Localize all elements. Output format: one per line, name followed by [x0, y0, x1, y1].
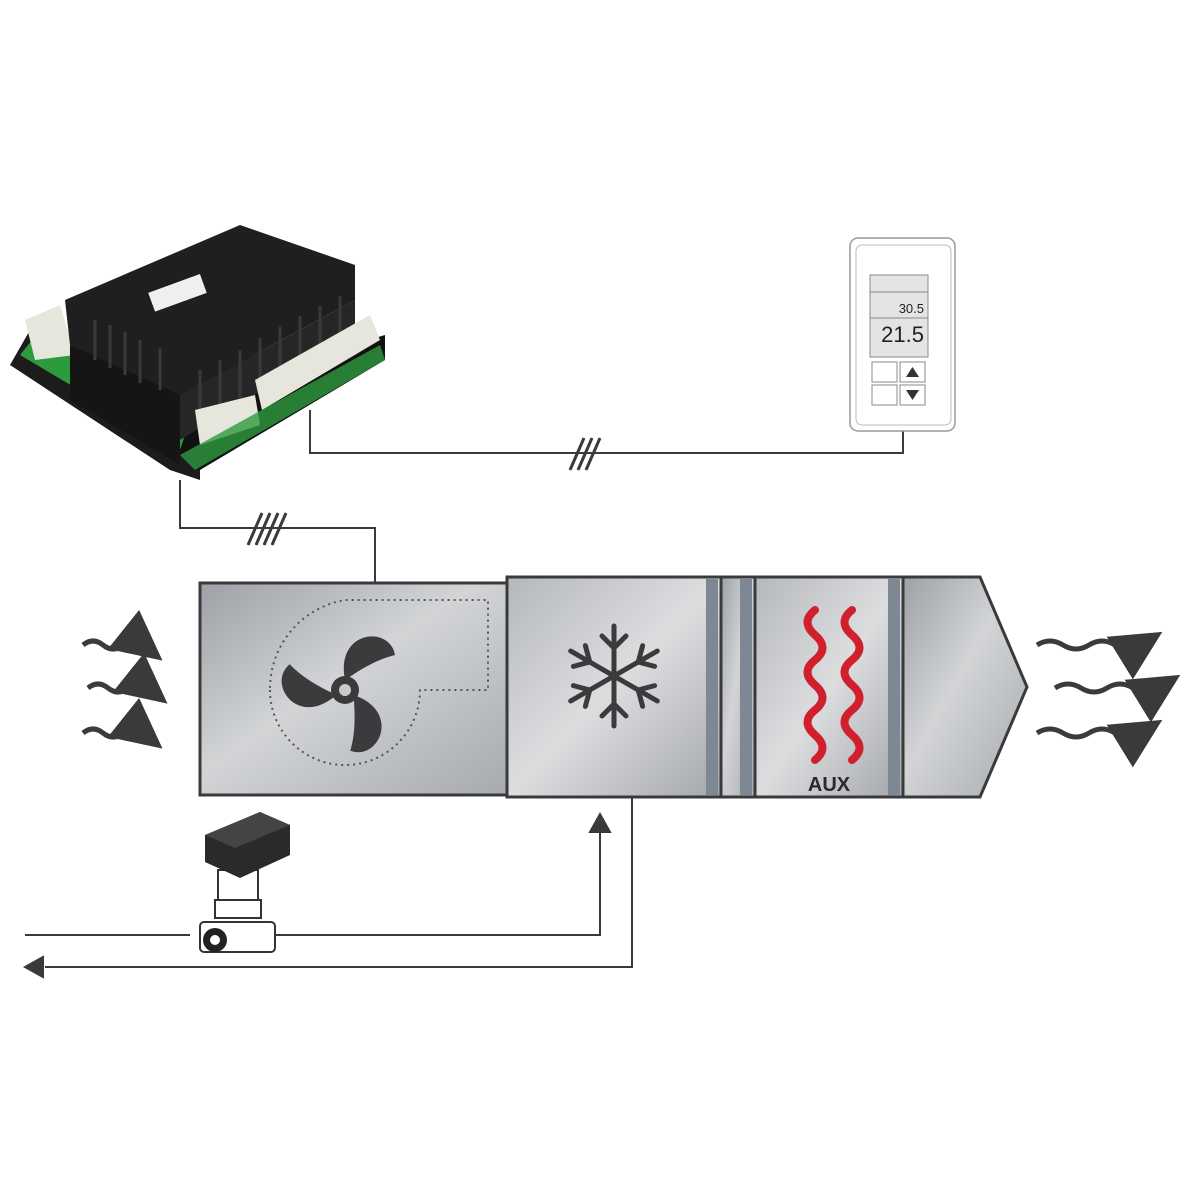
snowflake-icon	[568, 623, 660, 729]
thermostat-display	[869, 274, 929, 358]
inlet-airflow-arrows	[81, 609, 168, 749]
water-piping	[22, 797, 633, 979]
return-pipe	[45, 797, 633, 968]
fan-icon	[268, 599, 489, 766]
airflow-arrow	[86, 652, 168, 704]
outlet-airflow-arrows	[1035, 631, 1181, 768]
airflow-arrow	[81, 697, 163, 749]
valve-actuator[interactable]	[199, 812, 290, 953]
heater-coil-icon	[803, 606, 864, 764]
thermostat[interactable]: 30.5 21.5	[849, 237, 956, 432]
thermostat-temperature: 21.5	[881, 322, 924, 347]
return-arrowhead	[22, 955, 44, 979]
thermostat-setpoint: 30.5	[899, 301, 924, 316]
supply-pipe	[275, 830, 601, 936]
wire-bundle-3-marks	[568, 437, 602, 471]
outlet-section	[901, 575, 1029, 799]
airflow-arrow	[81, 609, 163, 661]
down-arrow-icon	[906, 390, 919, 400]
airflow-arrow	[1053, 674, 1181, 723]
controller-to-duct-wire	[179, 480, 376, 582]
controller-device[interactable]	[10, 225, 385, 480]
airflow-arrow	[1035, 719, 1163, 768]
heater-label: AUX	[808, 774, 851, 796]
controller-to-thermostat-wire	[309, 410, 904, 454]
wire-bundle-4-marks	[246, 512, 288, 546]
fan-button[interactable]	[871, 361, 898, 383]
air-handler-duct	[198, 575, 1029, 799]
up-arrow-icon	[906, 367, 919, 377]
heater-section	[753, 575, 905, 799]
wiring	[179, 410, 904, 582]
mode-button[interactable]	[871, 384, 898, 406]
airflow-arrow	[1035, 631, 1163, 680]
supply-arrowhead	[588, 811, 612, 833]
